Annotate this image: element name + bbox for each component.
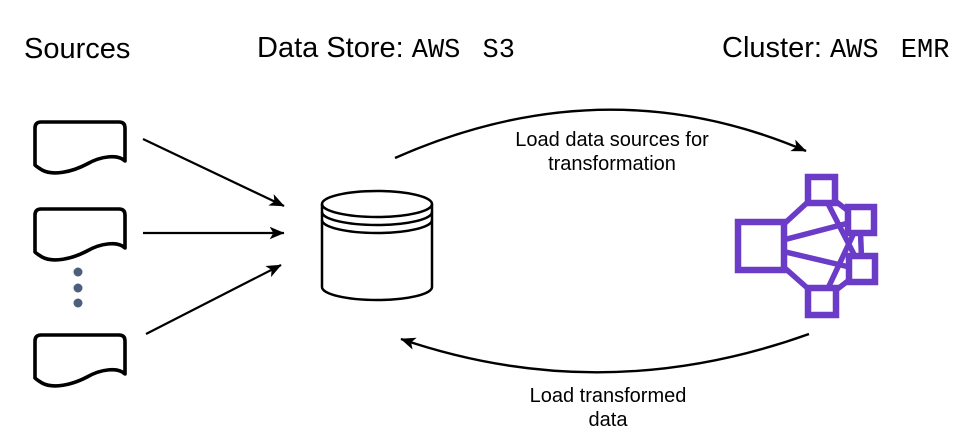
vertical-ellipsis-icon [73, 267, 83, 308]
sources-title: Sources [24, 33, 130, 65]
cluster-node [845, 252, 879, 286]
document-icon [33, 333, 127, 388]
source-arrow-top [142, 138, 285, 207]
cluster-title: Cluster: AWS EMR [722, 32, 949, 67]
arrow-cluster-to-store [400, 332, 810, 374]
source-arrow-bottom [145, 264, 282, 335]
data-store-prefix: Data Store: [257, 32, 404, 64]
cluster-to-store-label: Load transformed data [478, 384, 738, 432]
document-icon [33, 120, 127, 175]
arrow-store-to-cluster [394, 108, 807, 160]
cluster-node [804, 173, 839, 207]
network-cluster-icon [734, 173, 879, 319]
store-to-cluster-label: Load data sources for transformation [482, 128, 742, 176]
cluster-value: AWS EMR [829, 36, 950, 66]
cluster-to-store-label-line2: data [588, 409, 628, 431]
cluster-to-store-label-line1: Load transformed [529, 385, 687, 407]
data-store-value: AWS S3 [411, 36, 515, 66]
cluster-prefix: Cluster: [722, 32, 822, 64]
store-to-cluster-label-line1: Load data sources for [515, 129, 709, 151]
cluster-node [844, 203, 878, 237]
cluster-node [804, 284, 840, 319]
database-cylinder-icon [320, 189, 434, 302]
data-store-title: Data Store: AWS S3 [257, 32, 515, 67]
store-to-cluster-label-line2: transformation [548, 153, 676, 175]
sources-title-text: Sources [24, 33, 131, 65]
cluster-master-node [734, 218, 788, 274]
document-icon [33, 207, 127, 262]
